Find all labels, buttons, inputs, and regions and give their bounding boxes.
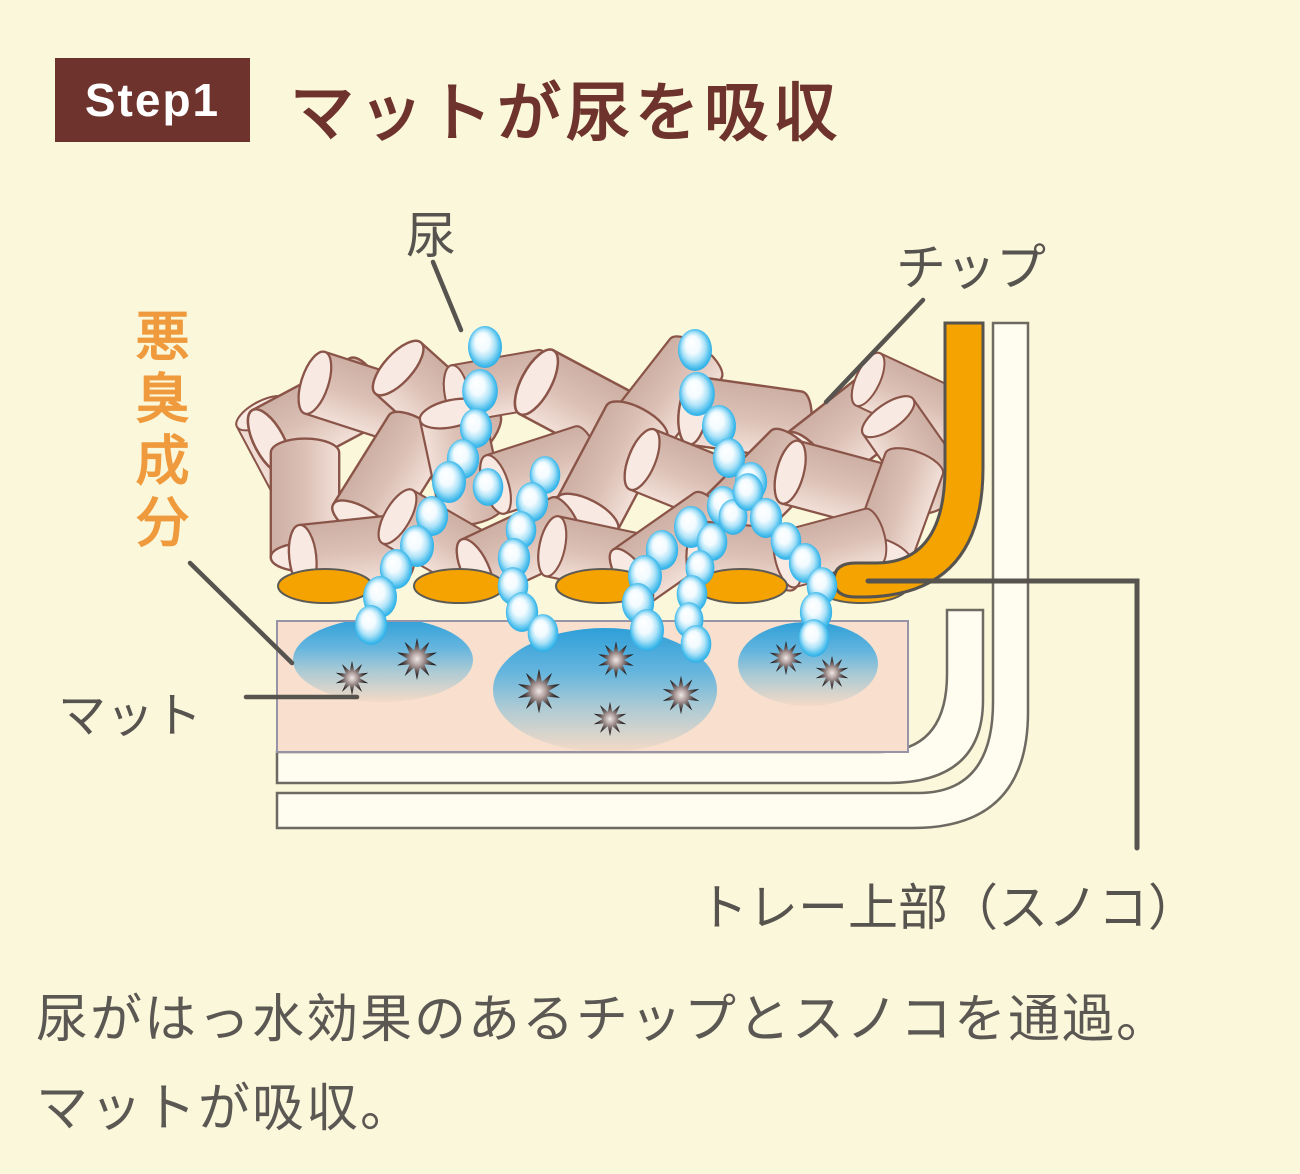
- tray-pointer-line: [865, 578, 1140, 851]
- tray-outer-shell: [275, 321, 1030, 830]
- page-title: マットが尿を吸収: [290, 77, 842, 149]
- step-badge: Step1: [55, 58, 250, 142]
- mat-label: マット: [58, 690, 203, 743]
- step-badge-label: Step1: [84, 74, 221, 126]
- urine-label: 尿: [406, 208, 456, 264]
- odor-components-label: 悪臭成分: [127, 308, 187, 556]
- urine-pointer-line: [430, 259, 464, 333]
- pointer-lines: [187, 259, 1140, 851]
- odor-pointer-line: [187, 560, 295, 666]
- caption-line-2: マットが吸収。: [36, 1080, 415, 1138]
- tray-top-label: トレー上部（スノコ）: [698, 880, 1198, 936]
- diagram-illustration: [187, 259, 1140, 851]
- tray-inner-shell: [275, 608, 985, 785]
- chip-label: チップ: [896, 240, 1046, 296]
- caption-text: 尿がはっ水効果のあるチップとスノコを通過。 マットが吸収。: [36, 976, 1170, 1154]
- absorbed-urine-blobs: [293, 622, 878, 751]
- mat: [276, 620, 909, 753]
- chip-pointer-line: [823, 297, 926, 405]
- caption-line-1: 尿がはっ水効果のあるチップとスノコを通過。: [36, 991, 1171, 1049]
